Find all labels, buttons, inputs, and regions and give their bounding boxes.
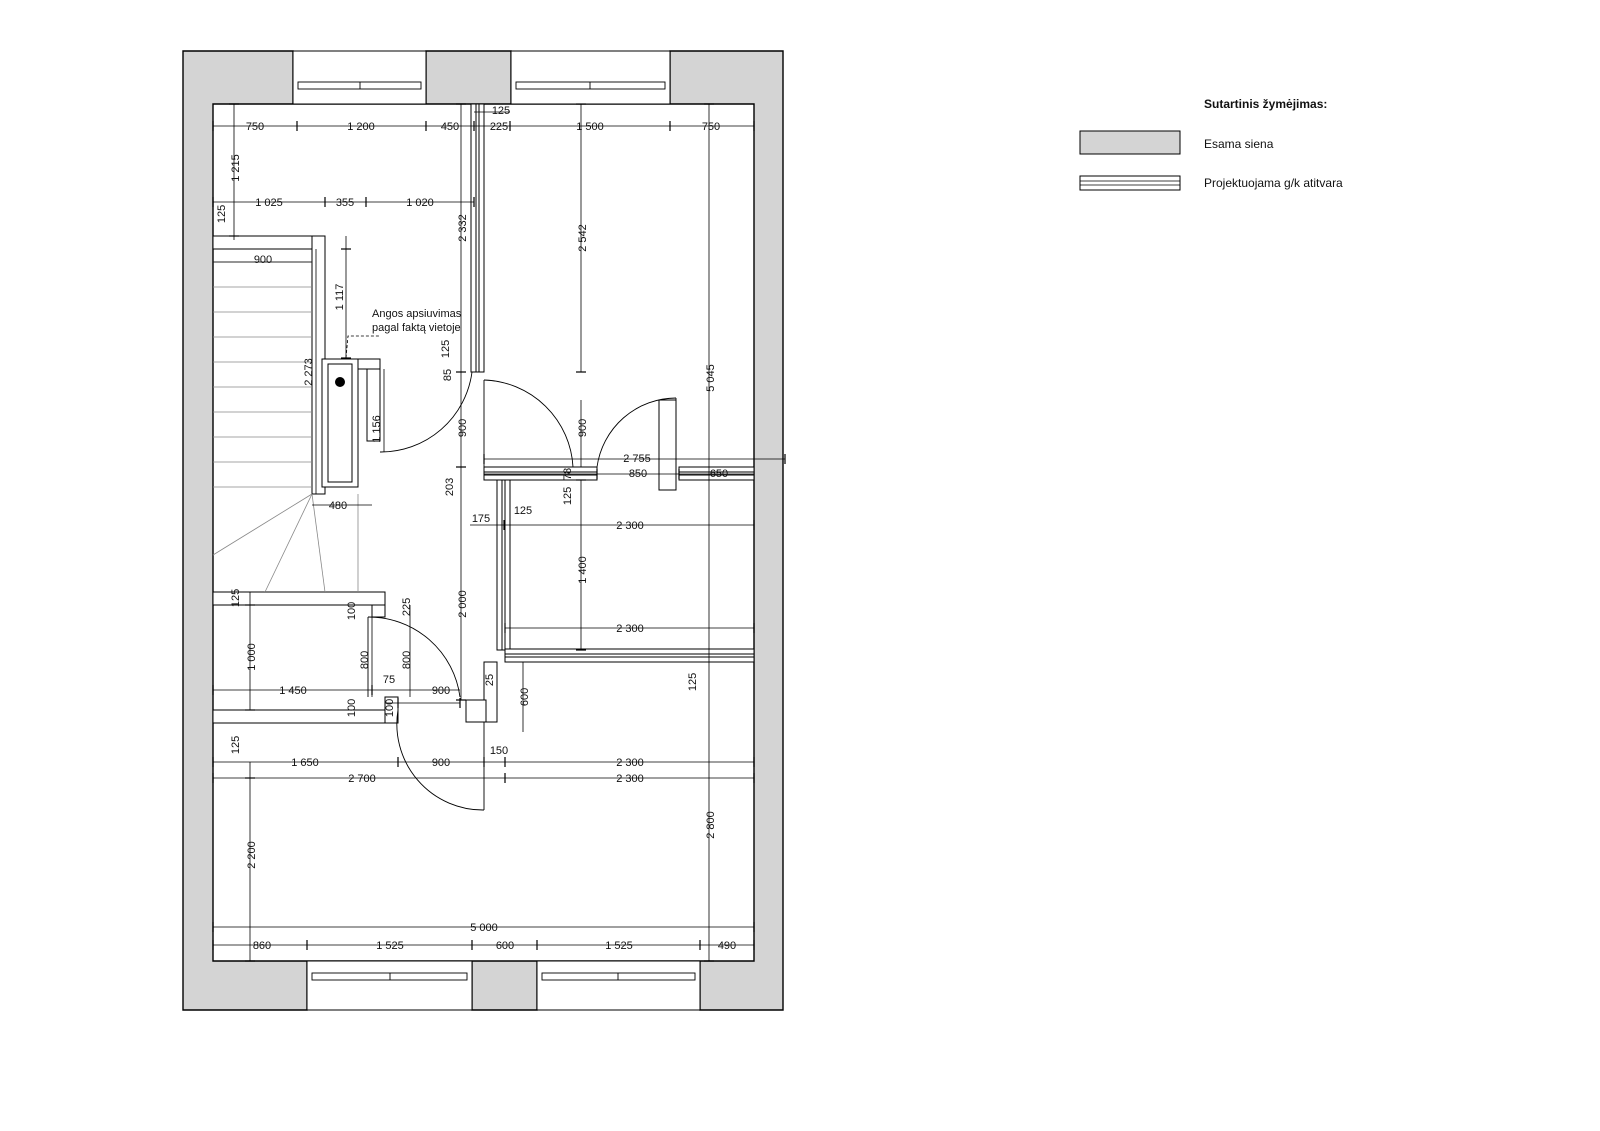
dim-v-800b: 800: [401, 651, 413, 669]
dim-v-2332: 2 332: [457, 214, 469, 242]
dim-v-125c: 125: [562, 487, 574, 505]
legend-existing-wall-swatch: [1079, 130, 1181, 155]
dim-v-125f: 125: [230, 736, 242, 754]
dim-bot-600: 600: [496, 940, 514, 952]
dim-top-225: 225: [490, 121, 508, 133]
dim-v-2800: 2 800: [705, 811, 717, 839]
dimension-lines: [213, 104, 785, 961]
dim-h-650: 650: [710, 468, 728, 480]
dim-v-100b: 100: [346, 699, 358, 717]
dim-v-100c: 100: [384, 699, 396, 717]
dim-bot-860: 860: [253, 940, 271, 952]
dim-h-2300c: 2 300: [616, 757, 644, 769]
dim-v-900a: 900: [457, 419, 469, 437]
dim-top-750a: 750: [246, 121, 264, 133]
dim-top-1200: 1 200: [347, 121, 375, 133]
legend-existing-wall-label: Esama siena: [1204, 137, 1274, 151]
legend-partition-label: Projektuojama g/k atitvara: [1204, 176, 1343, 190]
dim-v-2273: 2 273: [303, 358, 315, 386]
dim-h-2700: 2 700: [348, 773, 376, 785]
dim-v-225: 225: [401, 598, 413, 616]
legend-partition-swatch: [1079, 175, 1181, 191]
dim-h-900b: 900: [432, 685, 450, 697]
dim-v-85: 85: [442, 369, 454, 381]
dim-h-1020: 1 020: [406, 197, 434, 209]
dim-v-78: 78: [562, 468, 574, 480]
dim-v-125e: 125: [687, 673, 699, 691]
dim-v-125b: 125: [440, 340, 452, 358]
dim-bot-490: 490: [718, 940, 736, 952]
dim-h-2300a: 2 300: [616, 520, 644, 532]
dim-v-2542: 2 542: [577, 224, 589, 252]
dim-h-150: 150: [490, 745, 508, 757]
dim-bot-1525b: 1 525: [605, 940, 633, 952]
dim-top-450: 450: [441, 121, 459, 133]
dim-v-1156: 1 156: [371, 415, 383, 443]
dim-v-1215: 1 215: [230, 154, 242, 182]
note-leader: [345, 335, 380, 359]
window-openings: [292, 50, 701, 1011]
shaft-marker: [335, 377, 345, 387]
dim-v-125d: 125: [230, 589, 242, 607]
dim-h-1450: 1 450: [279, 685, 307, 697]
dim-v-125a: 125: [216, 205, 228, 223]
dim-h-900c: 900: [432, 757, 450, 769]
dim-top-750b: 750: [702, 121, 720, 133]
dim-h-2300b: 2 300: [616, 623, 644, 635]
dim-top-125: 125: [492, 105, 510, 117]
staircase: [212, 261, 359, 593]
dim-top-1500: 1 500: [576, 121, 604, 133]
dim-v-2200: 2 200: [246, 841, 258, 869]
window-frames: [297, 81, 696, 981]
dim-h-355: 355: [336, 197, 354, 209]
door-swings: [367, 371, 677, 811]
dim-v-1117: 1 117: [334, 284, 346, 311]
dim-h-1025: 1 025: [255, 197, 283, 209]
dim-v-5045: 5 045: [705, 364, 717, 392]
note-line-2: pagal faktą vietoje: [372, 322, 461, 334]
dimension-labels: 750 1 200 450 225 125 1 500 750 1 215 1 …: [216, 105, 736, 952]
dim-bot-1525a: 1 525: [376, 940, 404, 952]
dim-v-800a: 800: [359, 651, 371, 669]
dim-v-25: 25: [484, 674, 496, 686]
partitions: [212, 103, 755, 724]
legend-title: Sutartinis žymėjimas:: [1204, 97, 1327, 111]
dim-h-2300d: 2 300: [616, 773, 644, 785]
dim-v-600: 600: [519, 688, 531, 706]
dim-v-900b: 900: [577, 419, 589, 437]
dim-h-1650: 1 650: [291, 757, 319, 769]
dim-h-850: 850: [629, 468, 647, 480]
dim-h-480: 480: [329, 500, 347, 512]
dimension-ticks: [212, 103, 786, 962]
dim-h-75: 75: [383, 674, 395, 686]
note-line-1: Angos apsiuvimas: [372, 308, 462, 320]
dim-v-203: 203: [444, 478, 456, 496]
dim-h-175: 175: [472, 513, 490, 525]
dim-v-2000: 2 000: [457, 590, 469, 618]
dim-v-1400: 1 400: [577, 556, 589, 584]
dim-h-900a: 900: [254, 254, 272, 266]
dim-h-5000: 5 000: [470, 922, 498, 934]
legend: Sutartinis žymėjimas: Esama siena Projek…: [1079, 97, 1343, 191]
dim-h-2755: 2 755: [623, 453, 651, 465]
dim-h-125: 125: [514, 505, 532, 517]
dim-v-100a: 100: [346, 602, 358, 620]
dim-v-1000: 1 000: [246, 643, 258, 671]
